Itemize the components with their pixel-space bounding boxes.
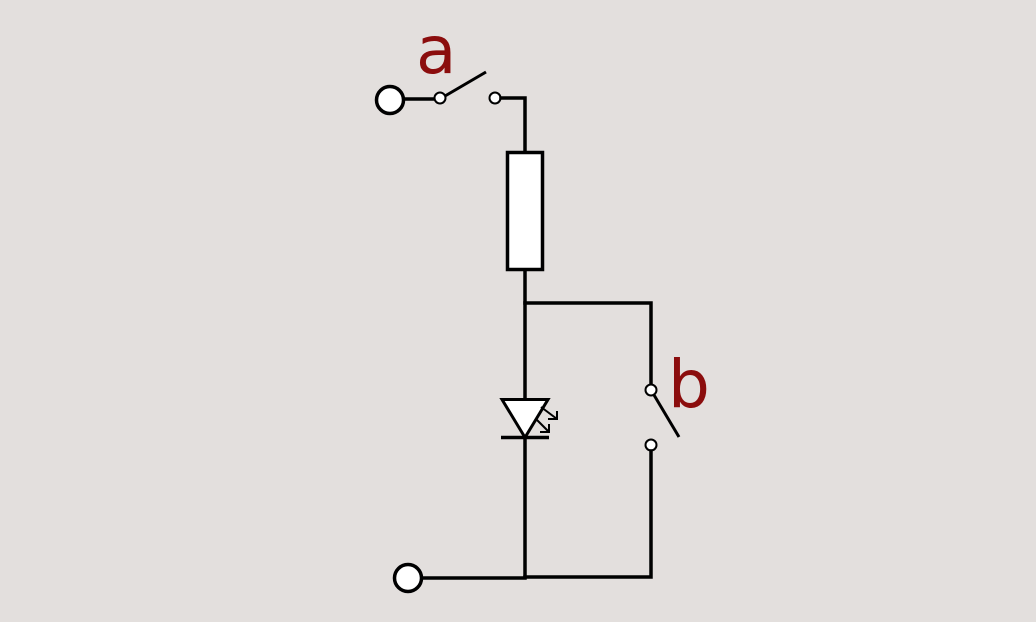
input-terminal-bottom xyxy=(392,562,527,594)
switch-b-contact-bottom-icon xyxy=(644,438,658,452)
terminal-bottom-icon xyxy=(392,562,424,594)
switch-a: a xyxy=(416,12,502,105)
resistor xyxy=(505,150,545,272)
led xyxy=(499,398,558,441)
led-light-arrows-icon xyxy=(536,406,558,433)
switch-b-contact-top-icon xyxy=(644,383,658,397)
switch-b-blade xyxy=(652,394,681,438)
wire-switch-b-to-bottom xyxy=(523,449,653,579)
terminal-top-icon xyxy=(374,84,406,116)
switch-a-label: a xyxy=(416,12,456,89)
led-triangle-icon xyxy=(499,398,551,441)
switch-a-contact-left-icon xyxy=(433,91,447,105)
wire-node-to-switch-b xyxy=(523,301,653,386)
switch-b-label: b xyxy=(668,346,710,423)
switch-a-blade xyxy=(444,70,487,98)
switch-b: b xyxy=(644,346,710,452)
switch-a-contact-right-icon xyxy=(488,91,502,105)
wire-switch-a-to-resistor xyxy=(499,96,527,154)
input-terminal-top xyxy=(374,84,442,116)
